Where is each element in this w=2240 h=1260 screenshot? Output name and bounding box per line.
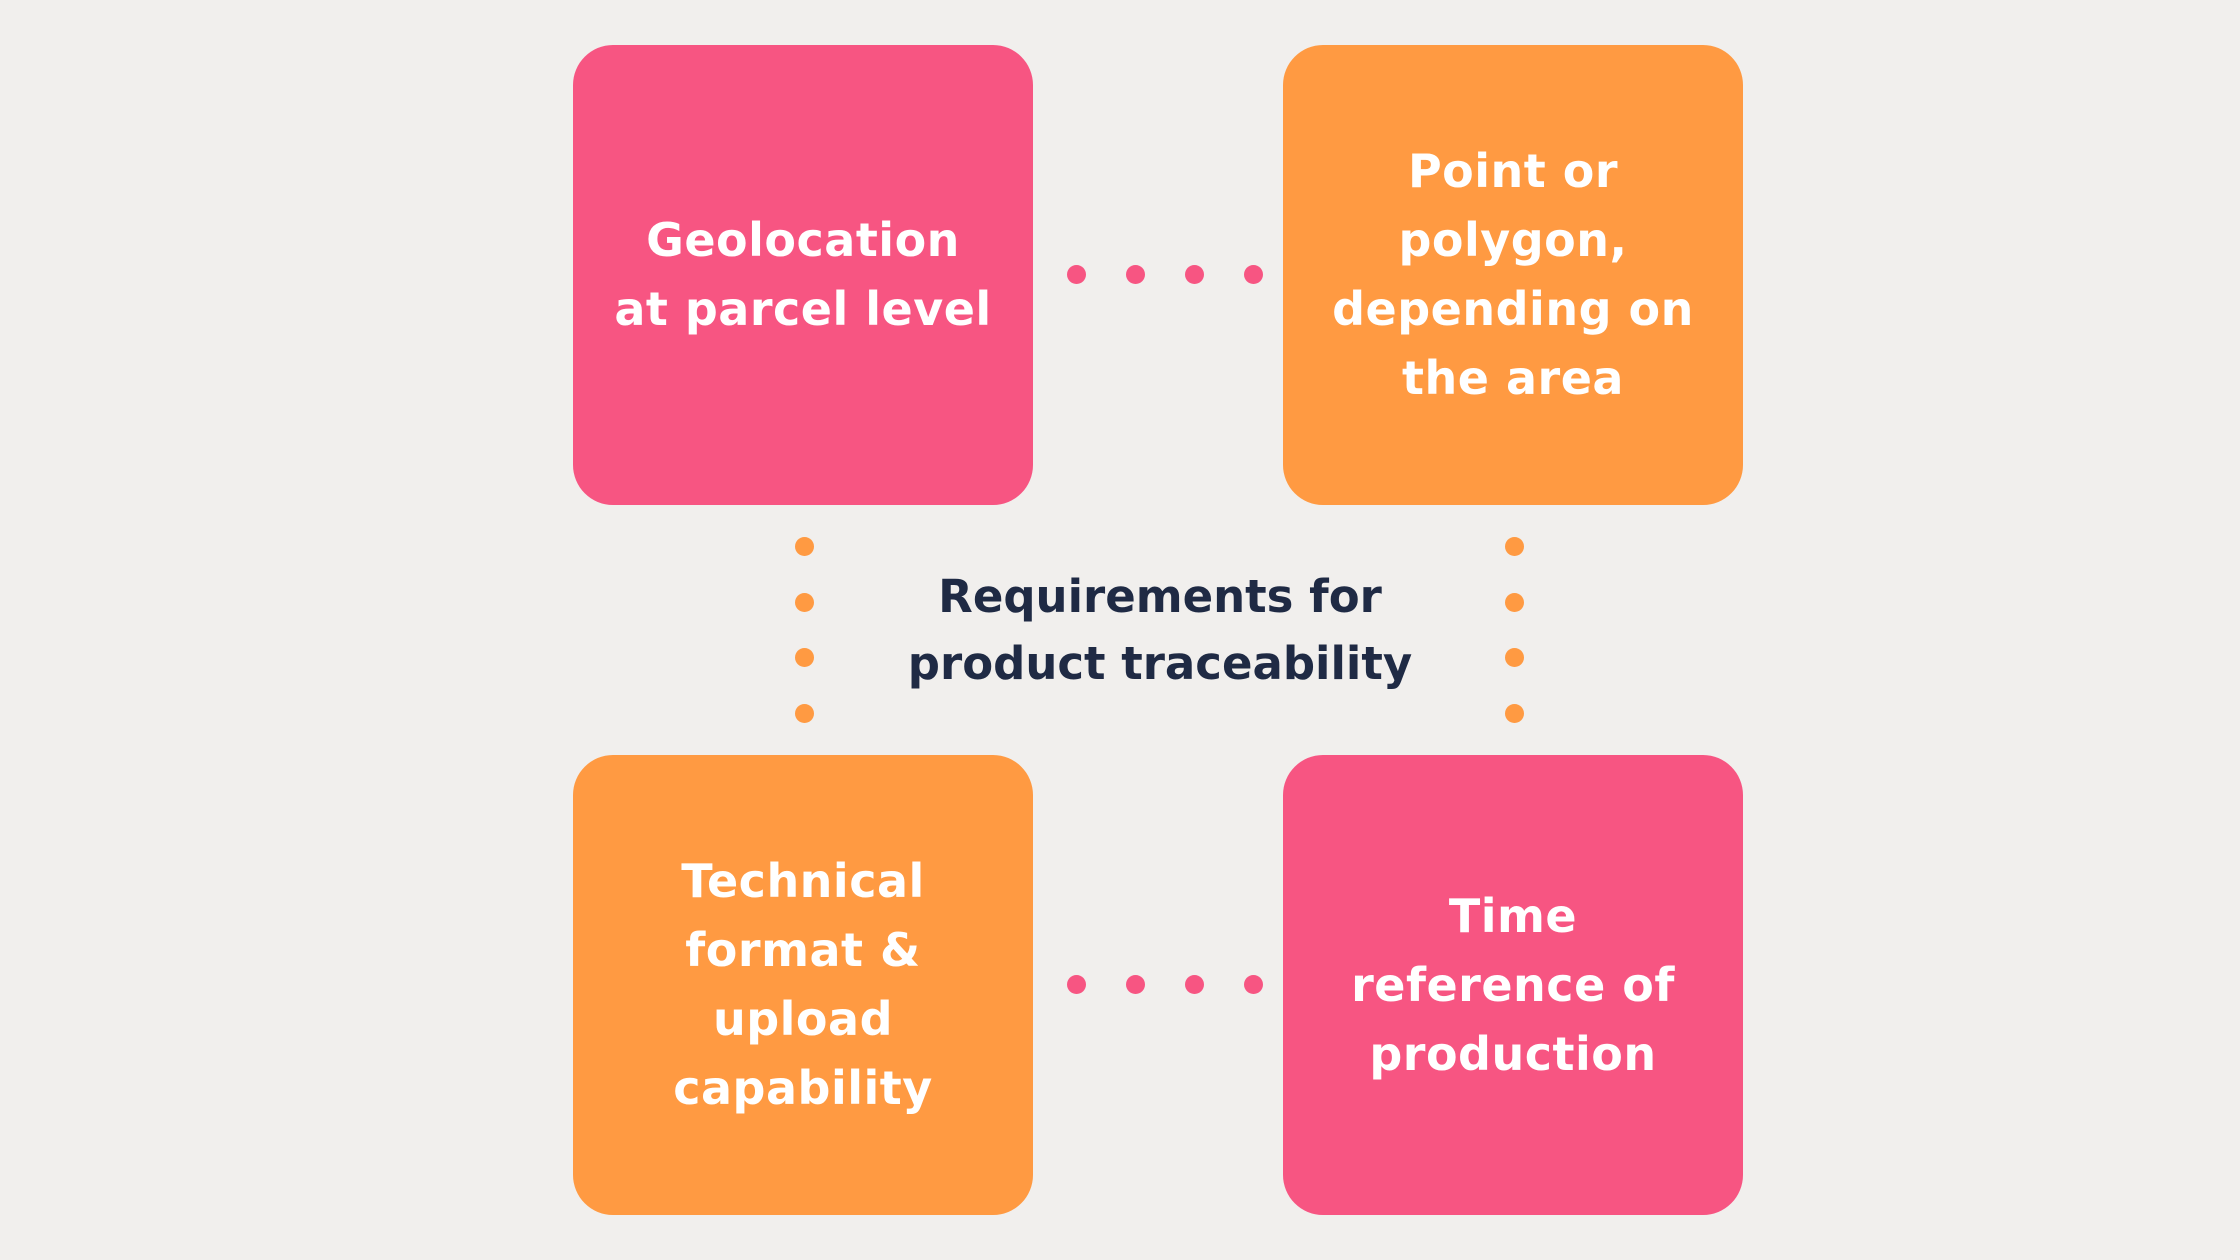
connector-dot [1067,974,1086,994]
center-label-line: Requirements for [938,570,1382,623]
card-geolocation: Geolocation at parcel level [573,45,1033,505]
card-text: Time reference of production [1351,882,1675,1089]
connector-dot [1504,703,1524,723]
card-line: production [1369,1026,1657,1081]
card-line: the area [1402,351,1624,405]
card-line: reference of [1351,957,1675,1012]
center-label: Requirements for product traceability [900,563,1420,697]
card-text: Point or polygon, depending on the area [1332,137,1694,413]
connector-dot [1126,974,1145,994]
card-line: Time [1448,888,1578,943]
connector-dot [1504,648,1524,668]
connector-dot [1504,592,1524,612]
card-technical-format: Technical format & upload capability [573,755,1033,1215]
connector-dot [1126,264,1145,284]
card-line: upload [712,992,893,1046]
card-line: capability [673,1061,933,1115]
card-line: at parcel level [614,282,992,336]
connector-dot [1244,264,1263,284]
connector-dots-bottom [1067,973,1263,995]
connector-dot [794,703,814,723]
card-time-reference: Time reference of production [1283,755,1743,1215]
card-point-or-polygon: Point or polygon, depending on the area [1283,45,1743,505]
connector-dot [1067,264,1086,284]
connector-dots-left [793,537,815,723]
connector-dot [1185,264,1204,284]
connector-dot [794,592,814,612]
connector-dot [1244,974,1263,994]
card-line: depending on [1332,282,1694,336]
connector-dots-right [1503,537,1525,723]
card-line: format & [685,923,921,977]
connector-dot [1504,537,1524,556]
card-line: Geolocation [646,213,960,267]
connector-dot [794,537,814,556]
center-label-line: product traceability [907,637,1413,690]
connector-dots-top [1067,263,1263,285]
card-text: Technical format & upload capability [673,847,932,1123]
card-line: polygon, [1398,213,1628,267]
card-text: Geolocation at parcel level [614,206,991,344]
card-line: Technical [681,854,925,908]
connector-dot [1185,974,1204,994]
connector-dot [794,648,814,668]
card-line: Point or [1407,144,1619,198]
